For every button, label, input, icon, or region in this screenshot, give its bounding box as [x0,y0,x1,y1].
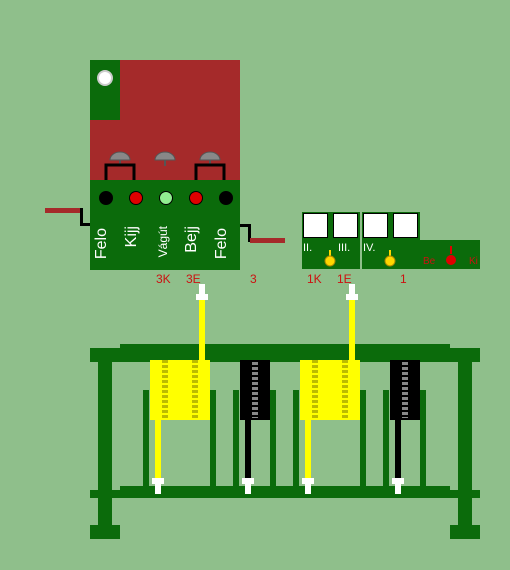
code-3e: 3E [186,272,201,286]
lamp-4 [189,191,203,205]
code-3: 3 [250,272,257,286]
code-3k: 3K [156,272,171,286]
wire-right-black [240,224,250,227]
signal-panel-corner [90,60,120,120]
dome-button-3[interactable] [199,151,221,166]
white-indicator-lamp[interactable] [97,70,113,86]
switch-box-ii[interactable] [303,213,328,238]
code-1k: 1K [307,272,322,286]
code-1: 1 [400,272,407,286]
label-be: Be [423,256,436,267]
label-ii: II. [303,242,313,254]
wire-left-black [80,208,83,226]
label-kijj[interactable]: Kijj [123,226,140,248]
key-knob-icon[interactable] [322,250,338,268]
code-1e: 1E [337,272,352,286]
label-ki: Ki [469,256,478,267]
switch-box-v[interactable] [393,213,418,238]
dome-buttons-svg [104,151,226,180]
wire-right-black-v [248,224,251,242]
key-knob-icon[interactable] [382,250,398,268]
track-frame-svg [90,284,480,539]
label-iii: III. [338,242,351,254]
wire-right [250,238,285,243]
lamp-3 [159,191,173,205]
label-felo-1[interactable]: Felo [93,228,110,260]
toggle-red-icon[interactable] [443,246,459,266]
label-bejj[interactable]: Bejj [183,226,200,253]
lamp-1 [99,191,113,205]
lamp-2 [129,191,143,205]
label-vagut[interactable]: Vágút [156,226,170,258]
label-iv: IV. [363,242,376,254]
wire-left-black-h [80,223,92,226]
wire-left [45,208,81,213]
switch-box-iv[interactable] [363,213,388,238]
dome-button-2[interactable] [154,151,176,166]
lamp-5 [219,191,233,205]
label-felo-2[interactable]: Felo [213,228,230,260]
switch-box-iii[interactable] [333,213,358,238]
dome-button-1[interactable] [109,151,131,166]
